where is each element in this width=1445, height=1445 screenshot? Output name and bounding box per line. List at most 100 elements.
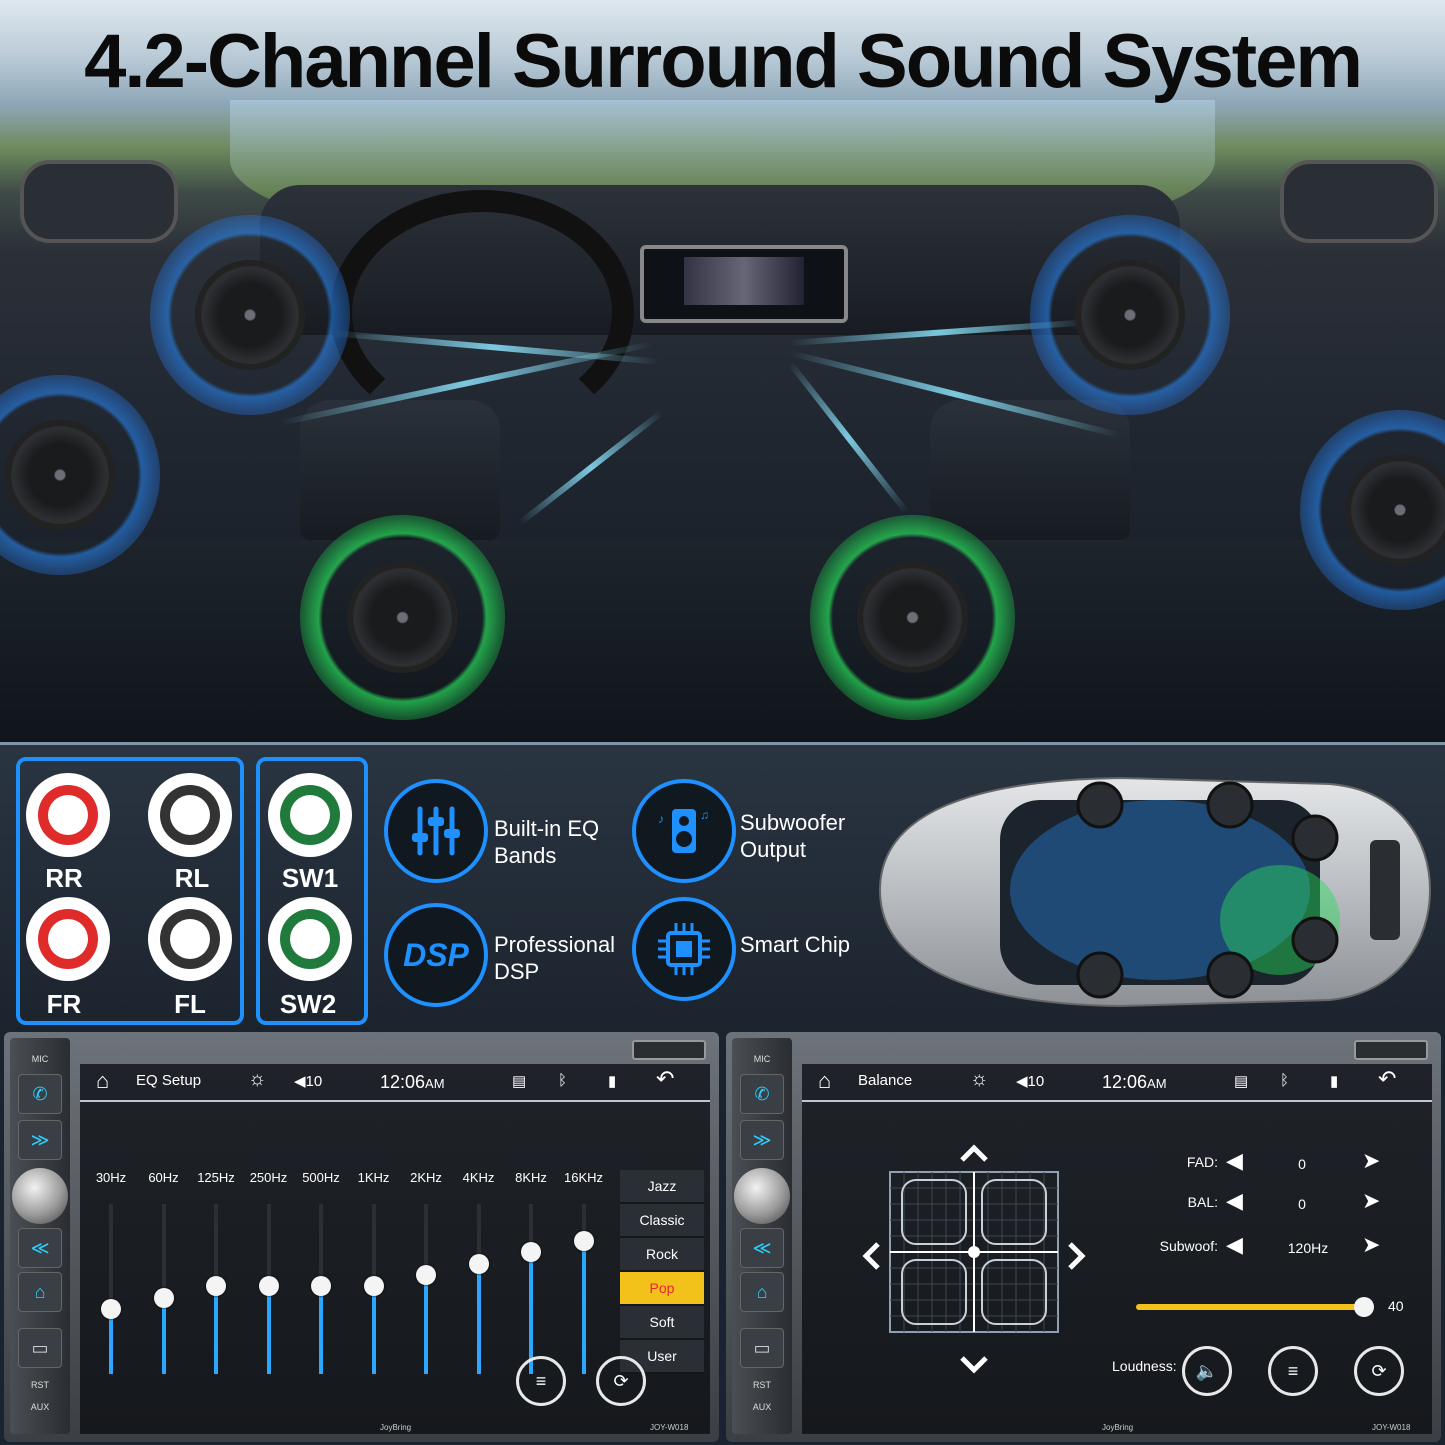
svg-text:♪: ♪ (658, 812, 664, 826)
home-icon[interactable]: ⌂ (96, 1068, 110, 1093)
car-floor (0, 540, 1445, 742)
eject-button[interactable] (632, 1040, 706, 1060)
brand-logo: JoyBring (1102, 1423, 1134, 1432)
eq-band-knob[interactable] (416, 1265, 436, 1286)
eq-preset-rock[interactable]: Rock (620, 1238, 704, 1272)
seat-balance-grid[interactable] (862, 1136, 1102, 1376)
eq-band-label: 60Hz (148, 1170, 179, 1185)
next-track-icon[interactable]: ≫ (740, 1120, 784, 1160)
prev-track-icon[interactable]: ≪ (18, 1228, 62, 1268)
head-unit-miniature (640, 245, 848, 323)
eq-band-knob[interactable] (363, 1275, 384, 1296)
home-icon[interactable]: ⌂ (818, 1068, 832, 1093)
balance-center-point (968, 1246, 980, 1258)
eq-preset-jazz[interactable]: Jazz (620, 1170, 704, 1204)
volume-indicator: ◀10 (1016, 1073, 1045, 1090)
loudness-label: Loudness: (1112, 1358, 1177, 1374)
reset-button[interactable]: ⟳ (1354, 1346, 1404, 1396)
brightness-icon[interactable]: ☼ (248, 1068, 267, 1090)
model-label: JOY-W018 (1372, 1423, 1411, 1432)
eq-band-fill (424, 1275, 428, 1374)
eq-band-label: 2KHz (410, 1170, 442, 1185)
eq-band-knob[interactable] (311, 1275, 331, 1296)
level-slider-fill (1136, 1304, 1366, 1310)
subwoof-decrease-icon[interactable]: ◀ (1226, 1232, 1243, 1257)
subwoof-label: Subwoof: (1159, 1238, 1218, 1254)
model-label: JOY-W018 (650, 1423, 689, 1432)
rca-jack-rl (148, 773, 232, 857)
eq-sliders-icon (384, 779, 488, 883)
eq-mode-button[interactable]: ≡ (1268, 1346, 1318, 1396)
subwoofer-left (300, 515, 505, 720)
eq-band-fill (161, 1297, 166, 1374)
eq-band-knob[interactable] (468, 1253, 489, 1274)
back-icon[interactable]: ↶ (1378, 1066, 1397, 1091)
home-icon[interactable]: ⌂ (18, 1272, 62, 1312)
eq-mode-button[interactable]: ≡ (516, 1356, 566, 1406)
phone-icon[interactable]: ✆ (18, 1074, 62, 1114)
eq-band-knob[interactable] (206, 1275, 226, 1296)
eq-band-knob[interactable] (153, 1287, 174, 1308)
level-slider-knob[interactable] (1354, 1297, 1374, 1317)
eq-preset-soft[interactable]: Soft (620, 1306, 704, 1340)
bal-decrease-icon[interactable]: ◀ (1226, 1188, 1243, 1213)
sound-beam (787, 361, 910, 515)
eq-band-label: 4KHz (462, 1170, 495, 1185)
phone-icon[interactable]: ✆ (740, 1074, 784, 1114)
usb-icon[interactable]: ▭ (740, 1328, 784, 1368)
clock: 12:06AM (1102, 1072, 1167, 1092)
eq-band-knob[interactable] (258, 1275, 279, 1296)
home-icon[interactable]: ⌂ (740, 1272, 784, 1312)
brightness-icon[interactable]: ☼ (970, 1068, 989, 1090)
rst-label: RST (753, 1380, 771, 1390)
svg-text:♫: ♫ (700, 808, 709, 822)
prev-track-icon[interactable]: ≪ (740, 1228, 784, 1268)
volume-knob[interactable] (734, 1168, 790, 1224)
subwoofer-output-box (256, 757, 368, 1025)
balance-screen: ⌂ Balance ☼ ◀10 12:06AM ▤ ᛒ ▮ ↶ (802, 1064, 1432, 1434)
eq-preset-classic[interactable]: Classic (620, 1204, 704, 1238)
steering-wheel (330, 190, 634, 434)
back-icon[interactable]: ↶ (656, 1066, 675, 1091)
level-slider-track[interactable] (1136, 1297, 1374, 1317)
mic-label: MIC (31, 1054, 49, 1064)
loudness-speaker-icon[interactable]: 🔈 (1182, 1346, 1232, 1396)
subwoof-increase-icon[interactable]: ➤ (1362, 1232, 1381, 1257)
eq-band-knob[interactable] (101, 1299, 121, 1320)
screen-title: Balance (858, 1072, 913, 1089)
eq-band-knob[interactable] (573, 1231, 594, 1252)
eq-band-knob[interactable] (521, 1241, 541, 1262)
bal-value: 0 (1298, 1196, 1306, 1212)
fad-increase-icon[interactable]: ➤ (1362, 1148, 1381, 1173)
eq-band-fill (581, 1241, 586, 1374)
sports-car-top-view (878, 776, 1432, 1008)
eq-band-label: 125Hz (197, 1170, 235, 1185)
reset-button[interactable]: ⟳ (596, 1356, 646, 1406)
status-bar: ⌂ Balance ☼ ◀10 12:06AM ▤ ᛒ ▮ ↶ (802, 1064, 1432, 1102)
usb-icon[interactable]: ▭ (18, 1328, 62, 1368)
rca-label-rr: RR (45, 863, 83, 893)
rca-label-sw2: SW2 (279, 989, 337, 1019)
eq-band-fill (109, 1309, 113, 1374)
rca-jack-fl (148, 897, 232, 981)
eq-band-fill (214, 1285, 218, 1374)
eq-band-label: 30Hz (95, 1170, 127, 1185)
rear-left-speaker (0, 375, 160, 575)
front-left-speaker (150, 215, 350, 415)
eq-preset-pop[interactable]: Pop (620, 1272, 704, 1306)
eq-band-slider[interactable] (109, 1204, 113, 1374)
eject-button[interactable] (1354, 1040, 1428, 1060)
aux-label: AUX (30, 1402, 50, 1412)
volume-knob[interactable] (12, 1168, 68, 1224)
brand-logo: JoyBring (380, 1423, 412, 1432)
bal-increase-icon[interactable]: ➤ (1362, 1188, 1381, 1213)
clock: 12:06AM (380, 1072, 445, 1092)
subwoofer-right (810, 515, 1015, 720)
next-track-icon[interactable]: ≫ (18, 1120, 62, 1160)
usb-status-icon: ▮ (1330, 1073, 1339, 1090)
eq-head-unit: MIC ✆ ≫ ≪ ⌂ ▭ RST AUX ⌂ EQ Setup ☼ ◀10 1… (4, 1032, 719, 1442)
balance-up-arrow (960, 1144, 988, 1162)
fad-decrease-icon[interactable]: ◀ (1226, 1148, 1243, 1173)
